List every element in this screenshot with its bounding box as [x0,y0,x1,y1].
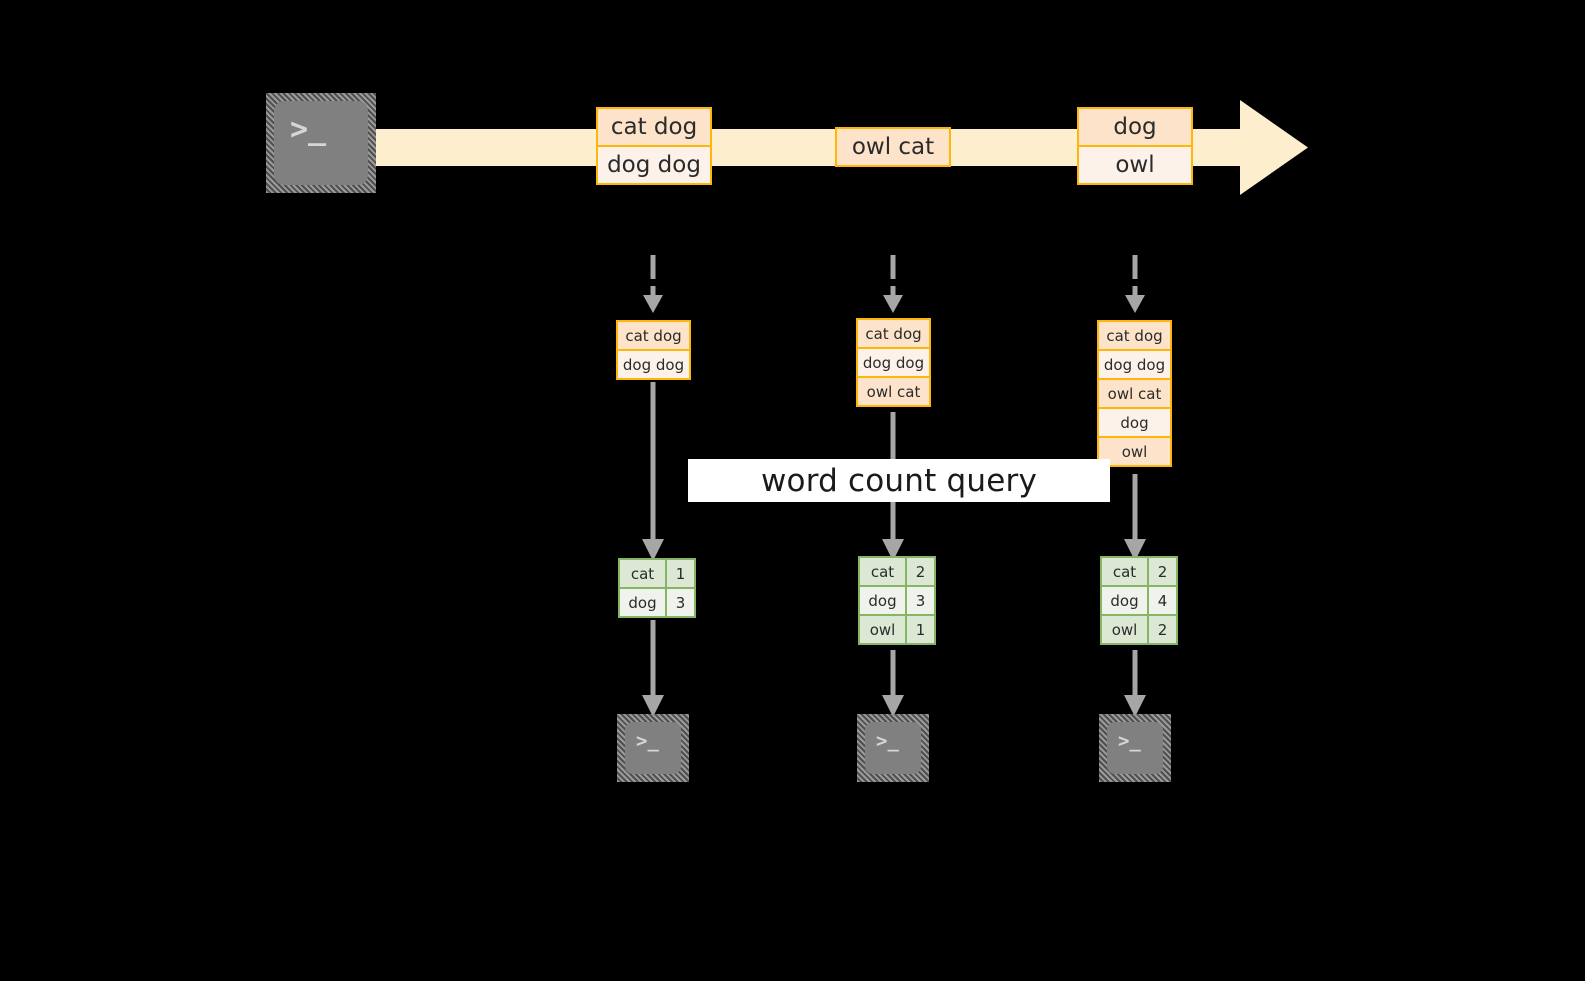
trigger-2-sink-terminal-icon: >_ [857,714,929,782]
table-row: dog 4 [1100,585,1178,616]
trigger-3-dashed-arrow [1125,255,1145,313]
timeline-batch-1: cat dog dog dog [596,107,712,185]
result-word: dog [618,587,667,618]
result-count: 4 [1147,585,1178,616]
result-count: 2 [1147,556,1178,587]
table-row: cat 2 [1100,556,1178,587]
trigger-2-sink-arrow [882,650,904,717]
trigger-2-result-table: cat 2 dog 3 owl 1 [858,556,936,645]
trigger-3-input-row-3: owl cat [1097,378,1172,409]
result-count: 3 [665,587,696,618]
result-word: cat [858,556,907,587]
trigger-3-input-row-2: dog dog [1097,349,1172,380]
source-terminal-icon: >_ [266,93,376,193]
trigger-1-input-table: cat dog dog dog [616,320,691,380]
trigger-2-dashed-arrow [883,255,903,313]
table-row: dog 3 [858,585,936,616]
trigger-1-dashed-arrow [643,255,663,313]
trigger-2-input-row-3: owl cat [856,376,931,407]
terminal-screen: >_ [865,722,921,774]
terminal-screen: >_ [1107,722,1163,774]
stream-timeline-arrow [360,100,1308,195]
trigger-1-result-table: cat 1 dog 3 [618,558,696,618]
result-count: 3 [905,585,936,616]
result-word: owl [1100,614,1149,645]
timeline-batch-3-line-2: owl [1077,145,1193,185]
result-word: cat [1100,556,1149,587]
prompt-glyph: >_ [876,730,899,752]
timeline-batch-3: dog owl [1077,107,1193,185]
timeline-batch-1-line-1: cat dog [596,107,712,147]
prompt-glyph: >_ [636,730,659,752]
prompt-glyph: >_ [1118,730,1141,752]
trigger-3-sink-terminal-icon: >_ [1099,714,1171,782]
timeline-batch-1-line-2: dog dog [596,145,712,185]
trigger-3-input-row-1: cat dog [1097,320,1172,351]
table-row: cat 1 [618,558,696,589]
trigger-1-input-row-1: cat dog [616,320,691,351]
result-count: 1 [665,558,696,589]
trigger-2-input-row-1: cat dog [856,318,931,349]
timeline-batch-2-line-1: owl cat [835,127,951,167]
result-word: dog [1100,585,1149,616]
terminal-screen: >_ [274,101,368,185]
trigger-1-sink-terminal-icon: >_ [617,714,689,782]
table-row: dog 3 [618,587,696,618]
trigger-1-sink-arrow [642,620,664,717]
trigger-1-input-row-2: dog dog [616,349,691,380]
trigger-3-input-table: cat dog dog dog owl cat dog owl [1097,320,1172,467]
table-row: owl 2 [1100,614,1178,645]
query-label: word count query [688,459,1110,502]
result-count: 2 [905,556,936,587]
trigger-2-input-table: cat dog dog dog owl cat [856,318,931,407]
timeline-batch-3-line-1: dog [1077,107,1193,147]
trigger-3-sink-arrow [1124,650,1146,717]
result-word: dog [858,585,907,616]
table-row: cat 2 [858,556,936,587]
timeline-batch-2: owl cat [835,127,951,167]
prompt-glyph: >_ [290,112,327,147]
result-word: cat [618,558,667,589]
trigger-3-query-arrow [1124,474,1146,561]
trigger-3-result-table: cat 2 dog 4 owl 2 [1100,556,1178,645]
result-count: 1 [905,614,936,645]
result-count: 2 [1147,614,1178,645]
trigger-1-query-arrow [642,382,664,561]
terminal-screen: >_ [625,722,681,774]
table-row: owl 1 [858,614,936,645]
trigger-2-input-row-2: dog dog [856,347,931,378]
result-word: owl [858,614,907,645]
trigger-3-input-row-4: dog [1097,407,1172,438]
